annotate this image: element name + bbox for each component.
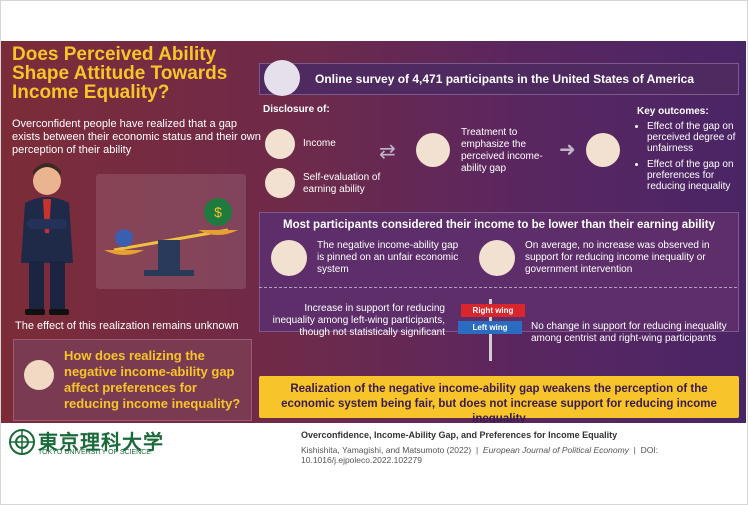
- reference-doi: DOI: 10.1016/j.ejpoleco.2022.102279: [301, 445, 659, 465]
- megaphone-icon: [479, 240, 515, 276]
- disclosure-income: Income: [303, 138, 336, 149]
- findings-title: Most participants considered their incom…: [283, 219, 715, 231]
- infographic-panel: Does Perceived Ability Shape Attitude To…: [1, 41, 746, 423]
- intro-text: Overconfident people have realized that …: [12, 118, 261, 156]
- reference-journal: European Journal of Political Economy: [482, 445, 629, 455]
- funnel-icon: [271, 240, 307, 276]
- finding-no-increase: On average, no increase was observed in …: [525, 240, 710, 275]
- treatment-text: Treatment to emphasize the perceived inc…: [461, 127, 543, 174]
- left-wing-result: Increase in support for reducing inequal…: [272, 303, 445, 338]
- businessman-illustration: [21, 163, 73, 315]
- reference-authors: Kishishita, Yamagishi, and Matsumoto (20…: [301, 445, 472, 455]
- survey-text: Online survey of 4,471 participants in t…: [315, 72, 694, 86]
- faces-gears-icon: [416, 133, 450, 167]
- research-question-box: How does realizing the negative income-a…: [13, 339, 252, 421]
- reference-title: Overconfidence, Income-Ability Gap, and …: [301, 430, 618, 440]
- svg-text:$: $: [214, 204, 222, 220]
- reference-line: Kishishita, Yamagishi, and Matsumoto (20…: [301, 445, 659, 465]
- shuffle-arrows-icon: ⇄: [379, 141, 396, 163]
- university-logo-icon: [9, 429, 35, 455]
- key-outcome-item: Effect of the gap on perceived degree of…: [647, 121, 746, 154]
- university-name-en: TOKYO UNIVERSITY OF SCIENCE: [38, 449, 151, 456]
- key-outcomes-list: Effect of the gap on perceived degree of…: [637, 121, 746, 197]
- findings-divider: [259, 287, 737, 288]
- right-wing-sign: Right wing: [461, 304, 525, 317]
- right-arrow-icon: ➜: [559, 139, 576, 161]
- survey-banner: Online survey of 4,471 participants in t…: [259, 60, 739, 96]
- research-question: How does realizing the negative income-a…: [64, 348, 241, 411]
- poster-title: Does Perceived Ability Shape Attitude To…: [12, 44, 228, 103]
- conclusion-text: Realization of the negative income-abili…: [281, 383, 717, 423]
- unknown-effect-text: The effect of this realization remains u…: [15, 320, 239, 332]
- left-wing-sign: Left wing: [458, 321, 522, 334]
- disclosure-label: Disclosure of:: [263, 104, 330, 115]
- university-name-jp: 東京理科大学: [38, 432, 164, 454]
- clipboard-icon: [586, 133, 620, 167]
- finding-unfair-system: The negative income-ability gap is pinne…: [317, 240, 459, 275]
- self-evaluation-icon: [265, 168, 295, 198]
- money-bag-search-icon: [24, 360, 54, 390]
- disclosure-self-evaluation: Self-evaluation of earning ability: [303, 172, 381, 195]
- key-outcomes-label: Key outcomes:: [637, 106, 709, 117]
- scale-scene: $: [96, 174, 246, 289]
- laptop-chart-icon: [264, 60, 300, 96]
- money-bag-icon: [265, 129, 295, 159]
- balance-scale-icon: $: [104, 198, 238, 276]
- conclusion-box: Realization of the negative income-abili…: [259, 376, 739, 423]
- centrist-result: No change in support for reducing inequa…: [531, 321, 727, 344]
- key-outcome-item: Effect of the gap on preferences for red…: [647, 159, 746, 192]
